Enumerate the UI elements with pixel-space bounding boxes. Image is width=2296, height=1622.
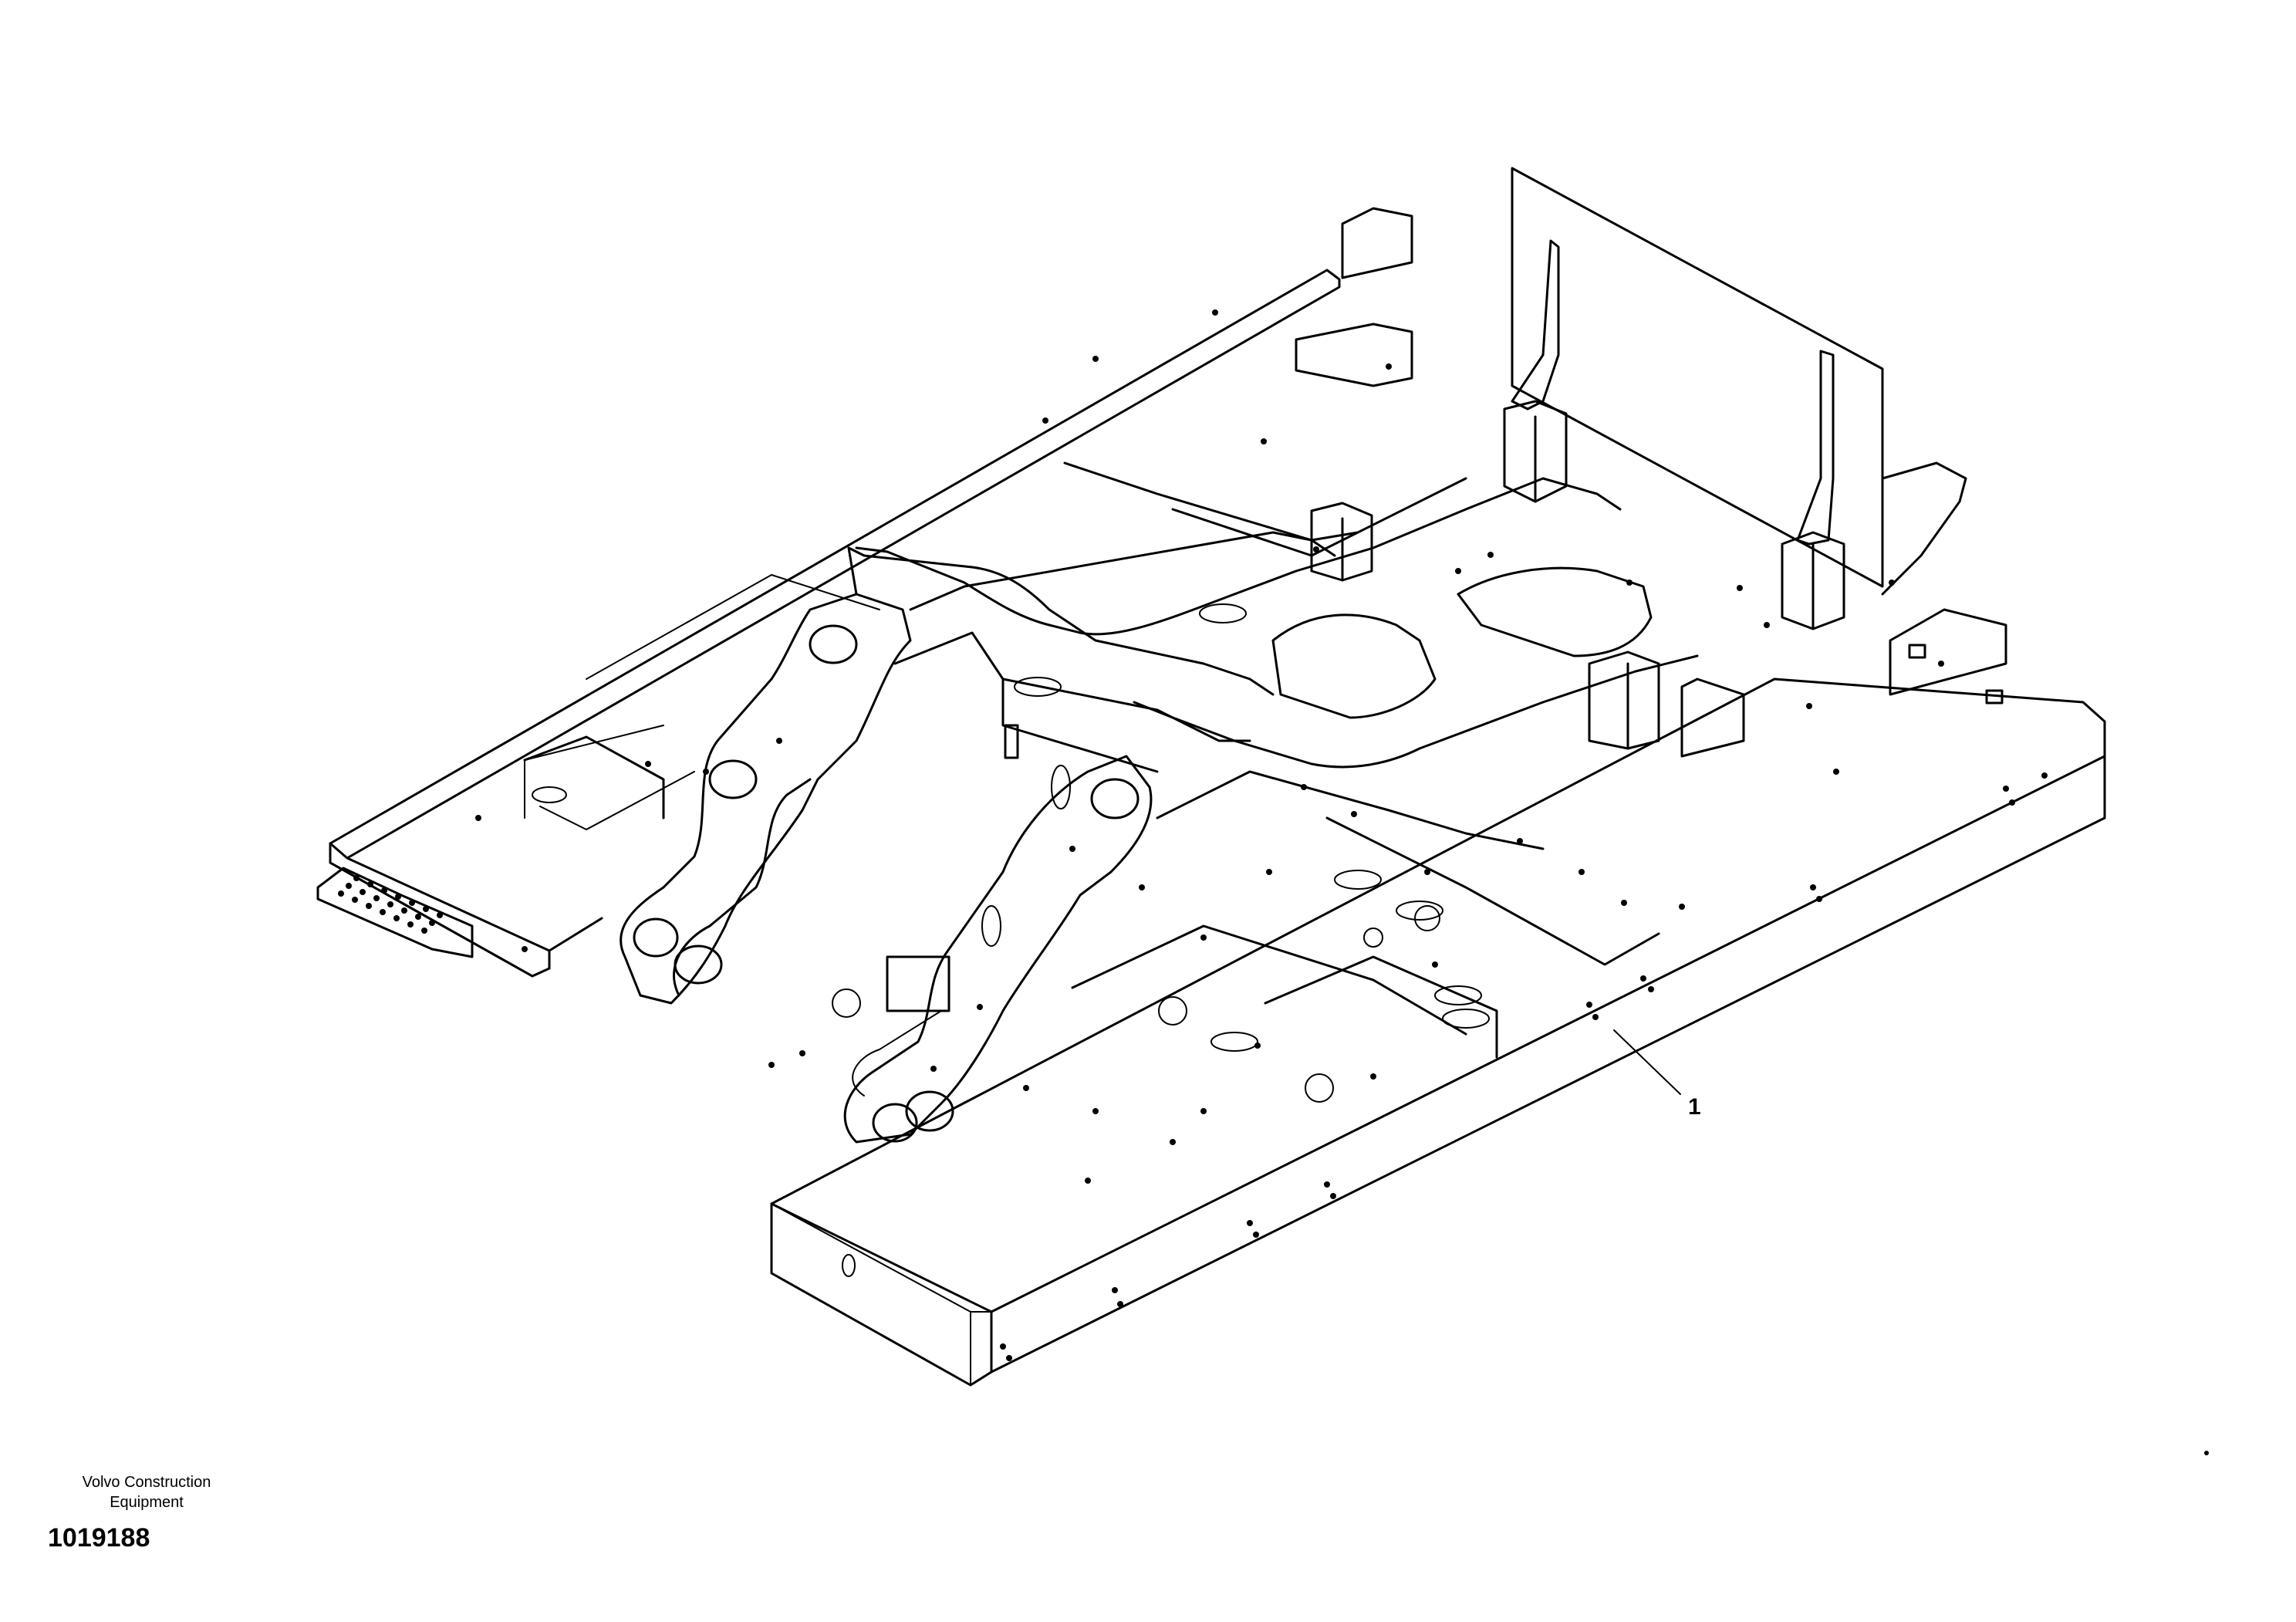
- left-side-deck: [329, 269, 1341, 978]
- manufacturer-line-2: Equipment: [110, 1494, 184, 1511]
- upper-cross-members: [855, 207, 2007, 769]
- central-frame: [832, 531, 1660, 1103]
- access-step: [316, 867, 474, 958]
- callout-1-label: 1: [1688, 1094, 1701, 1120]
- title-block: Volvo Construction Equipment 1019188: [46, 1472, 247, 1553]
- manufacturer-line-1: Volvo Construction: [82, 1474, 211, 1491]
- right-side-deck: [770, 678, 2106, 1387]
- rear-plate: [1511, 167, 1967, 596]
- bolt-dots: [475, 309, 2209, 1455]
- boom-mount-brackets: [620, 593, 1153, 1144]
- callout-1: 1: [1613, 1029, 1701, 1120]
- document-number: 1019188: [48, 1523, 150, 1553]
